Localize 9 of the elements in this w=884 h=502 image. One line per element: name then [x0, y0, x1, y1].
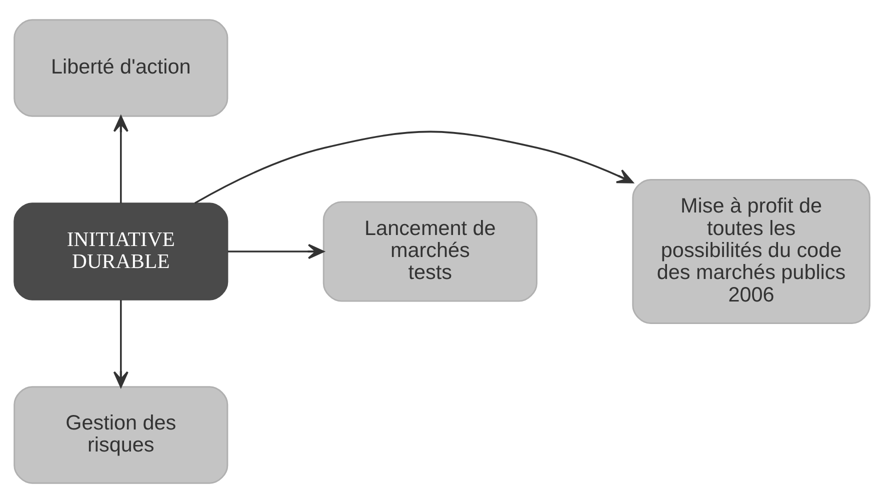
arrow	[113, 299, 128, 388]
arrow	[228, 243, 324, 259]
node-box: Liberté d'action	[14, 18, 228, 116]
node-box: Mise à profit de toutes les possibilités du code des marchés publics 2006	[632, 178, 870, 324]
node-box: Lancement de marchés tests	[322, 200, 538, 302]
arrow	[194, 130, 634, 204]
node-box: INITIATIVE DURABLE	[14, 202, 228, 300]
node-box: Gestion des risques	[14, 386, 228, 484]
arrow	[113, 115, 128, 203]
